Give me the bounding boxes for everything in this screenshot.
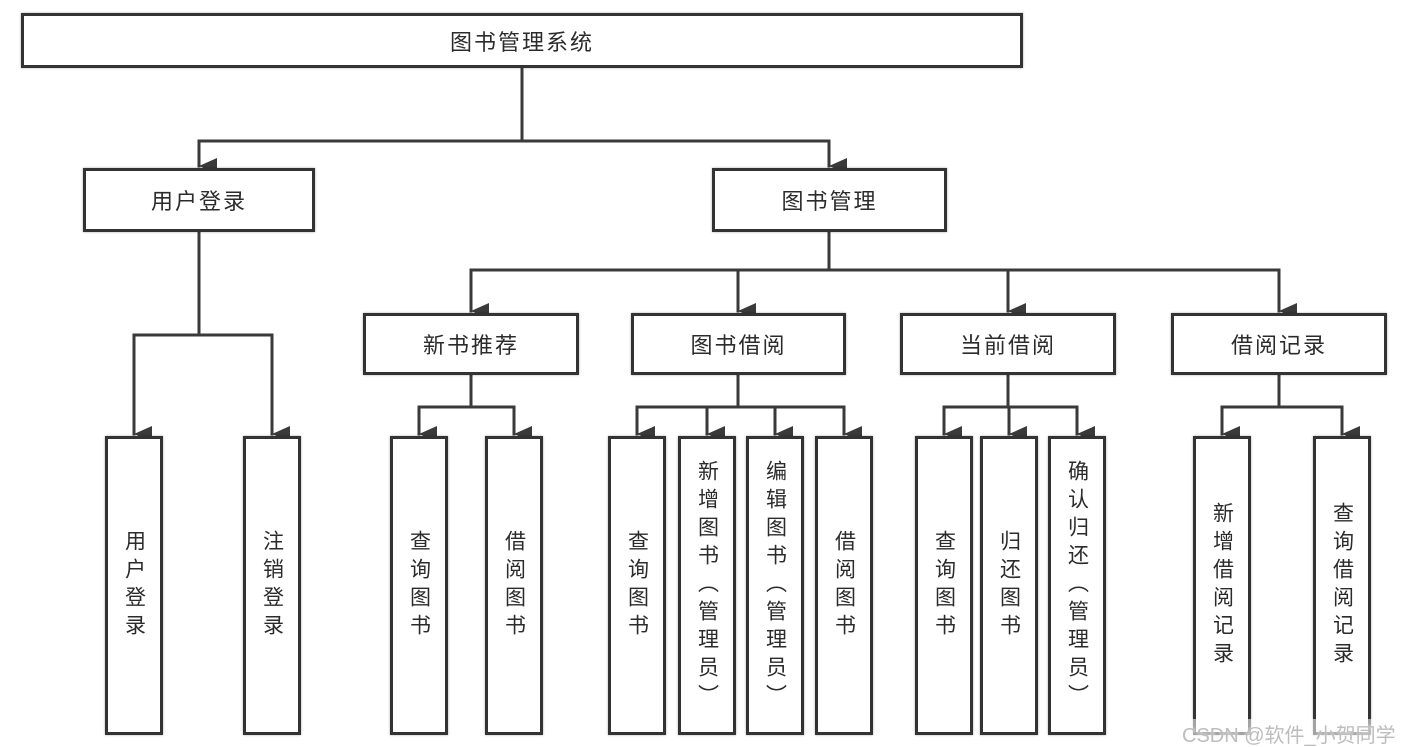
node-query-borrow-record: 查询借阅记录 (1313, 436, 1371, 735)
node-current-borrowing: 当前借阅 (900, 313, 1116, 375)
node-book-management-branch: 图书管理 (712, 168, 947, 232)
node-library-system: 图书管理系统 (21, 13, 1023, 68)
node-query-books-borrowing: 查询图书 (608, 436, 666, 735)
node-book-borrowing: 图书借阅 (631, 313, 846, 375)
node-add-borrow-record: 新增借阅记录 (1193, 436, 1251, 735)
node-return-books: 归还图书 (980, 436, 1038, 735)
node-new-book-recommendation: 新书推荐 (363, 313, 579, 375)
node-borrow-books-recommend: 借阅图书 (485, 436, 543, 735)
node-user-login: 用户登录 (105, 436, 163, 735)
node-borrowing-records: 借阅记录 (1171, 313, 1387, 375)
node-query-books-current: 查询图书 (915, 436, 973, 735)
node-user-login-branch: 用户登录 (83, 168, 315, 232)
node-logout: 注销登录 (243, 436, 301, 735)
node-edit-book-admin: 编辑图书（管理员） (746, 436, 804, 735)
node-borrow-books-borrowing: 借阅图书 (815, 436, 873, 735)
node-query-books-recommend: 查询图书 (390, 436, 448, 735)
node-confirm-return-admin: 确认归还（管理员） (1048, 436, 1106, 735)
node-add-book-admin: 新增图书（管理员） (678, 436, 736, 735)
watermark: CSDN @软件_小贺同学 (1182, 719, 1396, 747)
